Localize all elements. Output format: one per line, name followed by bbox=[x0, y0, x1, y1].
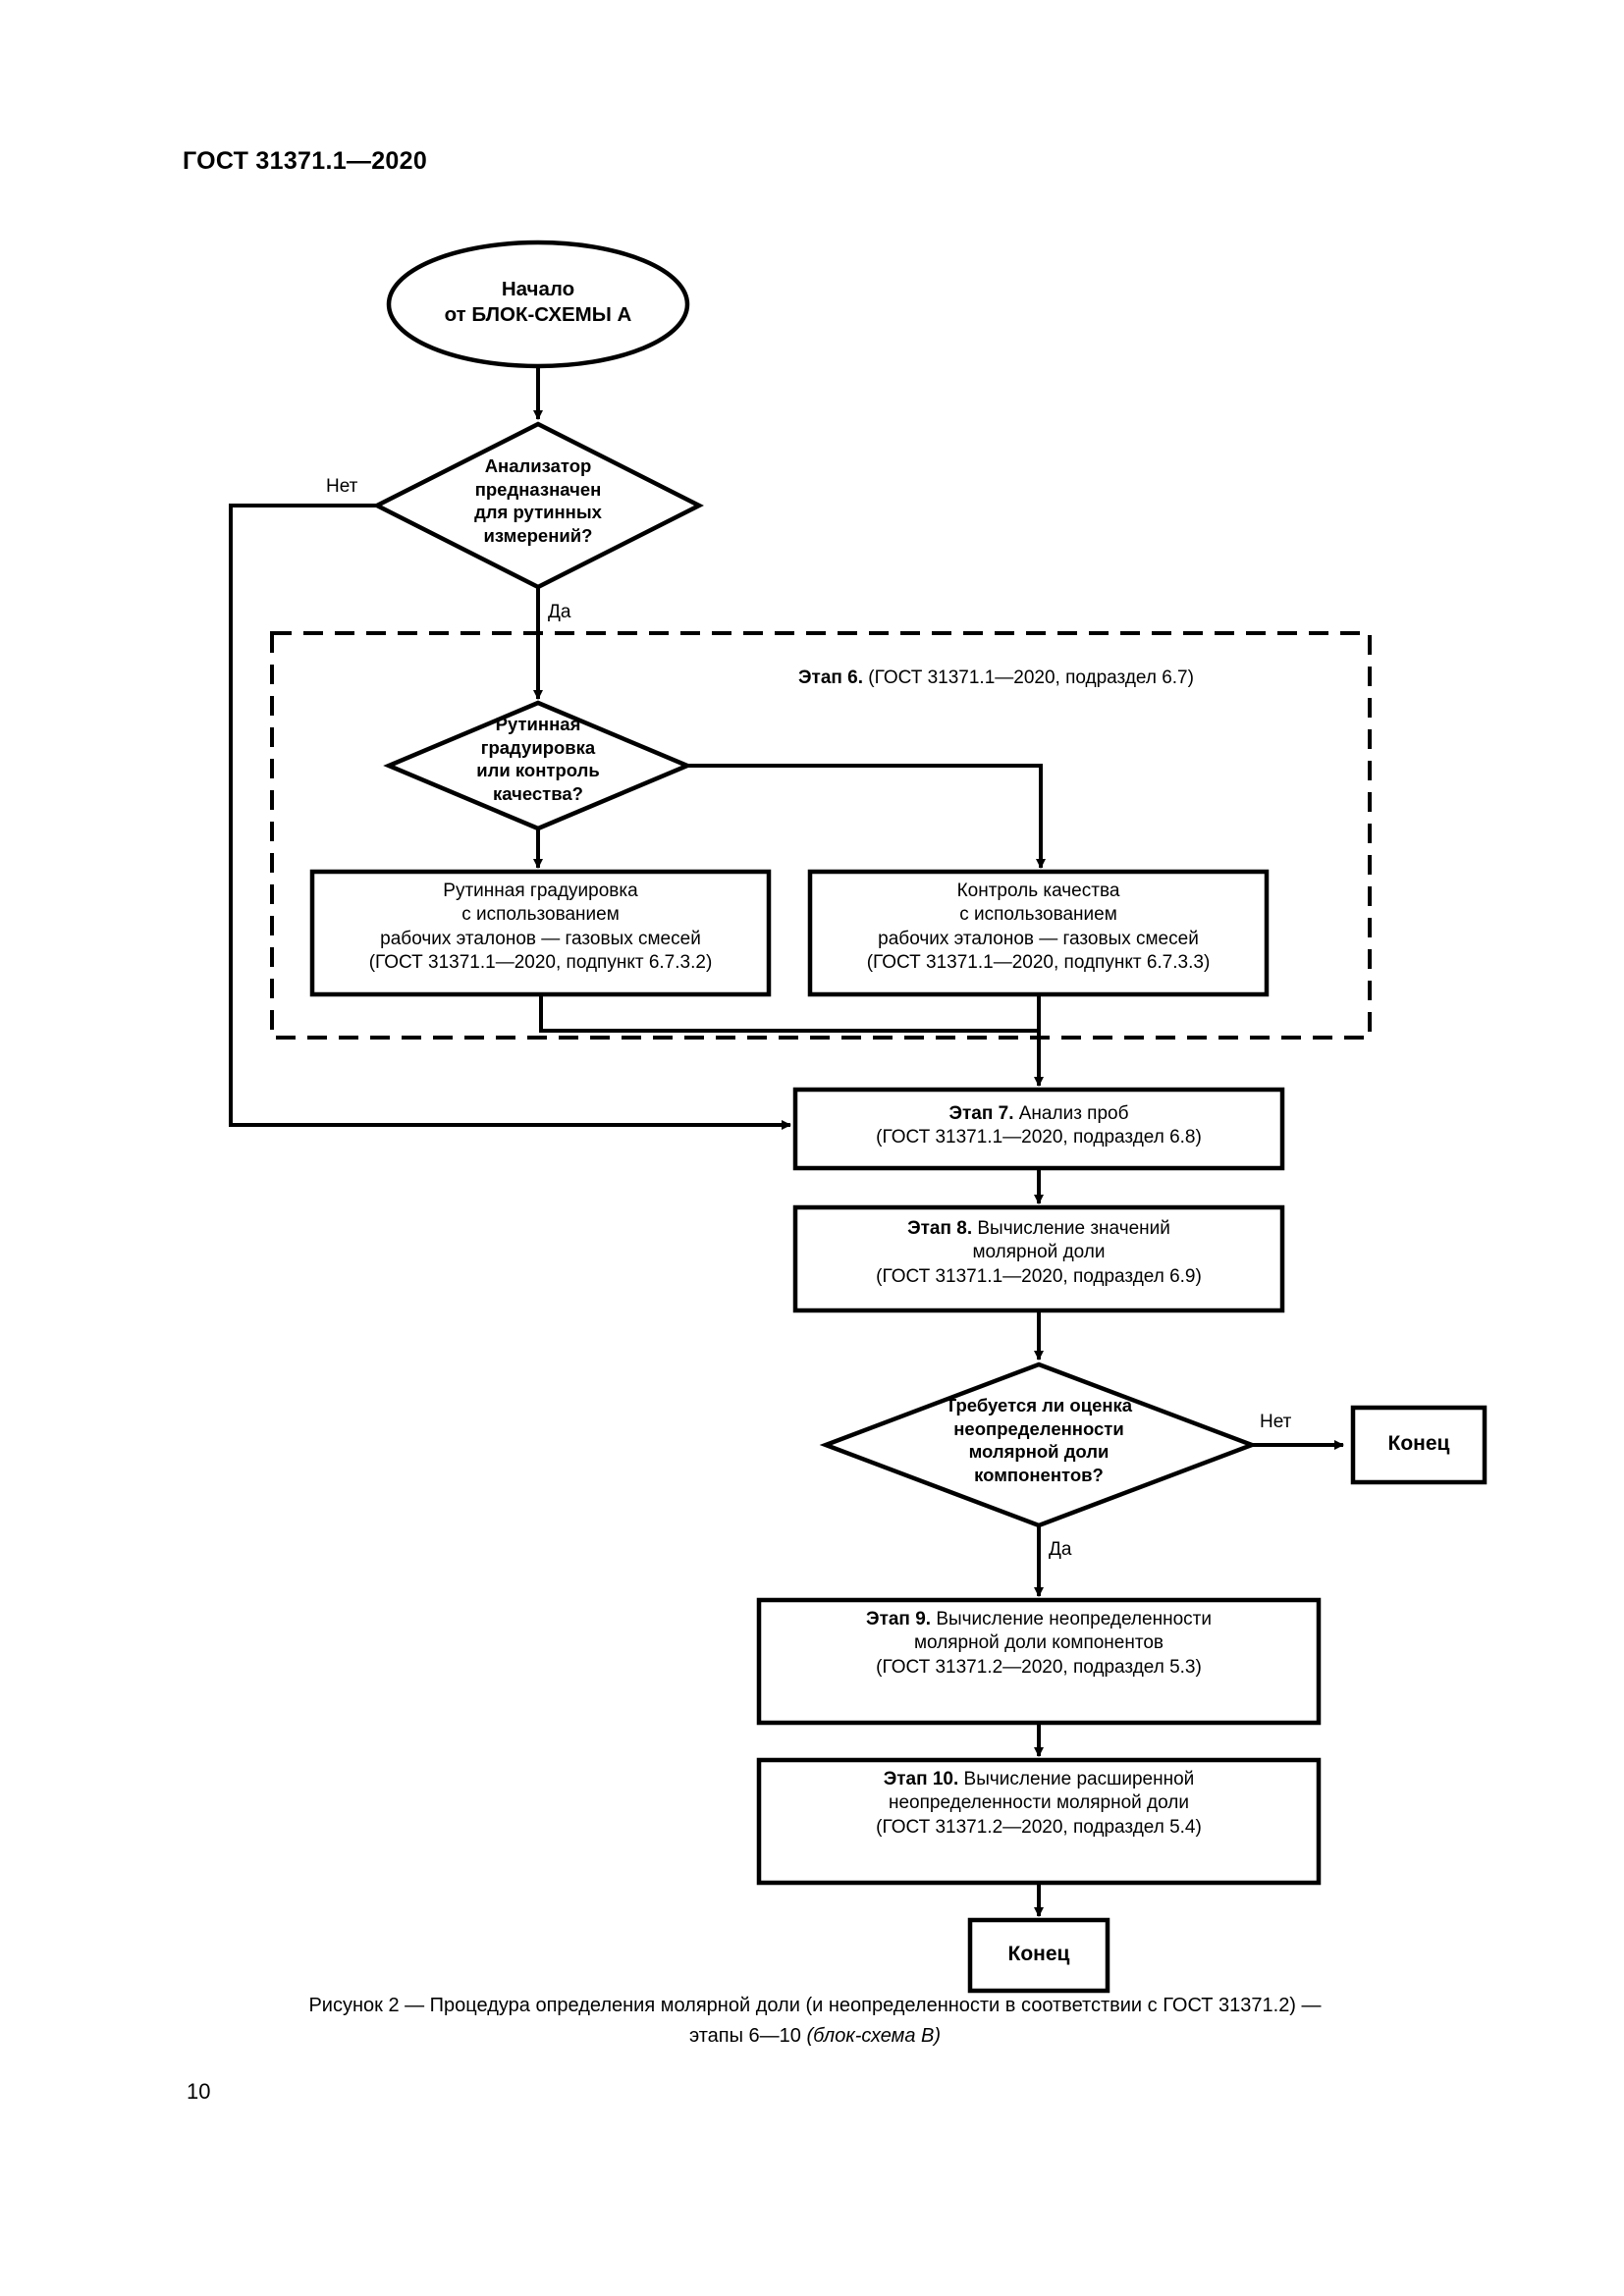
box-end-early bbox=[1350, 1405, 1488, 1485]
document-header: ГОСТ 31371.1—2020 bbox=[183, 147, 428, 175]
stage6-group-label: Этап 6. (ГОСТ 31371.1—2020, подраздел 6.… bbox=[798, 667, 1194, 689]
caption-line1: Рисунок 2 — Процедура определения молярн… bbox=[308, 1995, 1322, 2016]
edge-label-uncertainty-yes: Да bbox=[1049, 1539, 1072, 1560]
edge-routine-box-merge bbox=[539, 994, 1039, 1033]
stage6-dashed-group bbox=[270, 631, 1372, 1040]
box-stage9 bbox=[756, 1597, 1322, 1726]
box-stage10 bbox=[756, 1757, 1322, 1886]
box-end-final bbox=[967, 1917, 1110, 1994]
edge-calibration-to-quality-box bbox=[687, 764, 1046, 869]
box-stage8 bbox=[792, 1204, 1285, 1313]
decision-calibration-diamond bbox=[383, 700, 693, 831]
stage6-group-label-bold: Этап 6. bbox=[798, 667, 863, 688]
decision-analyzer-diamond bbox=[372, 421, 704, 590]
edge-label-analyzer-yes: Да bbox=[548, 602, 571, 622]
edge-label-uncertainty-no: Нет bbox=[1260, 1412, 1292, 1432]
box-quality-control bbox=[807, 869, 1270, 997]
edge-analyzer-no-to-stage7 bbox=[229, 504, 791, 1130]
decision-uncertainty-diamond bbox=[819, 1362, 1259, 1528]
box-routine-calibration bbox=[309, 869, 772, 997]
caption-line2-italic: (блок-схема В) bbox=[806, 2025, 942, 2047]
figure-caption: Рисунок 2 — Процедура определения молярн… bbox=[177, 1991, 1453, 2052]
edge-label-analyzer-no: Нет bbox=[326, 476, 358, 497]
stage6-group-label-rest: (ГОСТ 31371.1—2020, подраздел 6.7) bbox=[863, 667, 1194, 688]
caption-line2-plain: этапы 6—10 bbox=[688, 2025, 807, 2047]
page-number: 10 bbox=[187, 2079, 211, 2104]
box-stage7 bbox=[792, 1087, 1285, 1171]
start-oval bbox=[386, 240, 690, 369]
